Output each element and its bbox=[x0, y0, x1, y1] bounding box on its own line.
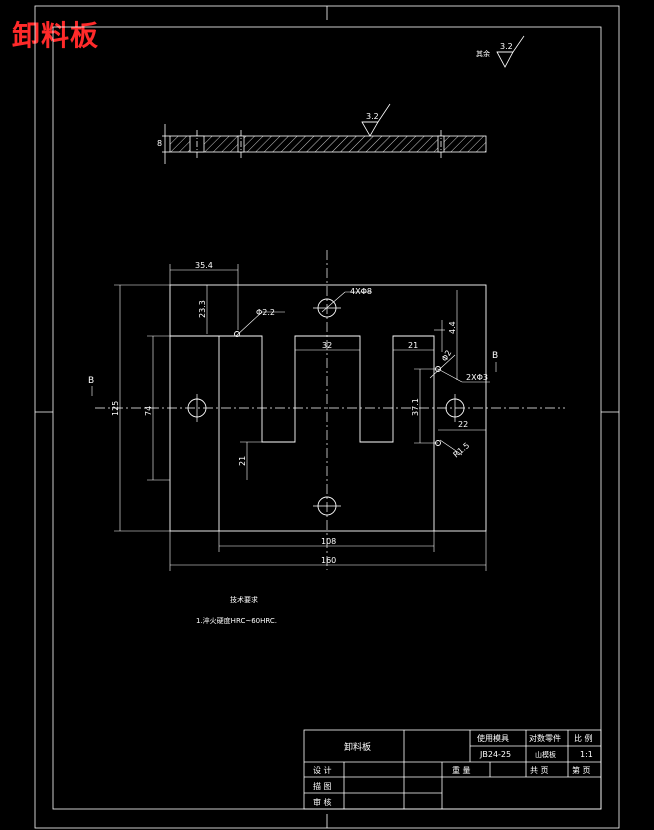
dim-22: 22 bbox=[458, 420, 468, 429]
dim-4x-holes: 4XΦ8 bbox=[350, 287, 372, 296]
tb-review-label: 审 核 bbox=[313, 797, 332, 807]
tb-design-label: 设 计 bbox=[313, 765, 332, 775]
roughness-top-value: 3.2 bbox=[366, 112, 379, 121]
centerlines bbox=[95, 250, 565, 570]
tb-counterpart-value: 山模板 bbox=[535, 750, 556, 759]
watermark-title: 卸料板 bbox=[12, 19, 100, 52]
tb-total-pages: 共 页 bbox=[530, 766, 549, 775]
dim-2x-holes: 2XΦ3 bbox=[466, 373, 488, 382]
dim-35-4: 35.4 bbox=[195, 261, 213, 270]
dim-125: 125 bbox=[111, 401, 120, 416]
tb-scale-label: 比 例 bbox=[574, 733, 593, 743]
tb-part-name: 卸料板 bbox=[344, 741, 371, 753]
tb-counterpart-label: 对数零件 bbox=[529, 733, 561, 743]
dim-74: 74 bbox=[144, 406, 153, 416]
roughness-top-symbol bbox=[361, 103, 391, 137]
dim-160: 160 bbox=[321, 556, 336, 565]
notes-title: 技术要求 bbox=[230, 595, 258, 604]
dim-108: 108 bbox=[321, 537, 336, 546]
title-block bbox=[303, 729, 602, 810]
section-label-right: B bbox=[492, 351, 498, 361]
notes-item-1: 1.淬火硬度HRC~60HRC. bbox=[196, 616, 277, 625]
tb-use-mold-value: JB24-25 bbox=[479, 750, 511, 759]
dim-23-3: 23.3 bbox=[198, 300, 207, 318]
tb-use-mold-label: 使用模具 bbox=[477, 733, 509, 743]
dim-4-4: 4.4 bbox=[448, 321, 457, 334]
tb-weight-label: 重 量 bbox=[452, 765, 471, 775]
tb-draw-label: 描 图 bbox=[313, 781, 332, 791]
section-thickness-dim: 8 bbox=[157, 139, 162, 148]
dimension-lines bbox=[91, 264, 497, 571]
roughness-other-value: 3.2 bbox=[500, 42, 513, 51]
tb-scale-value: 1:1 bbox=[580, 750, 593, 759]
dim-37-1: 37.1 bbox=[411, 398, 420, 416]
roughness-other-symbol bbox=[496, 35, 525, 68]
dim-hole-small: Φ2.2 bbox=[256, 308, 275, 317]
dim-32: 32 bbox=[322, 341, 332, 350]
dim-21-left: 21 bbox=[238, 456, 247, 466]
roughness-other-label: 其余 bbox=[476, 49, 490, 58]
tb-page-no: 第 页 bbox=[572, 765, 591, 775]
section-label-left: B bbox=[88, 376, 94, 386]
dim-r1-5: R1.5 bbox=[452, 441, 472, 460]
section-view bbox=[162, 124, 487, 164]
dim-21-top: 21 bbox=[408, 341, 418, 350]
